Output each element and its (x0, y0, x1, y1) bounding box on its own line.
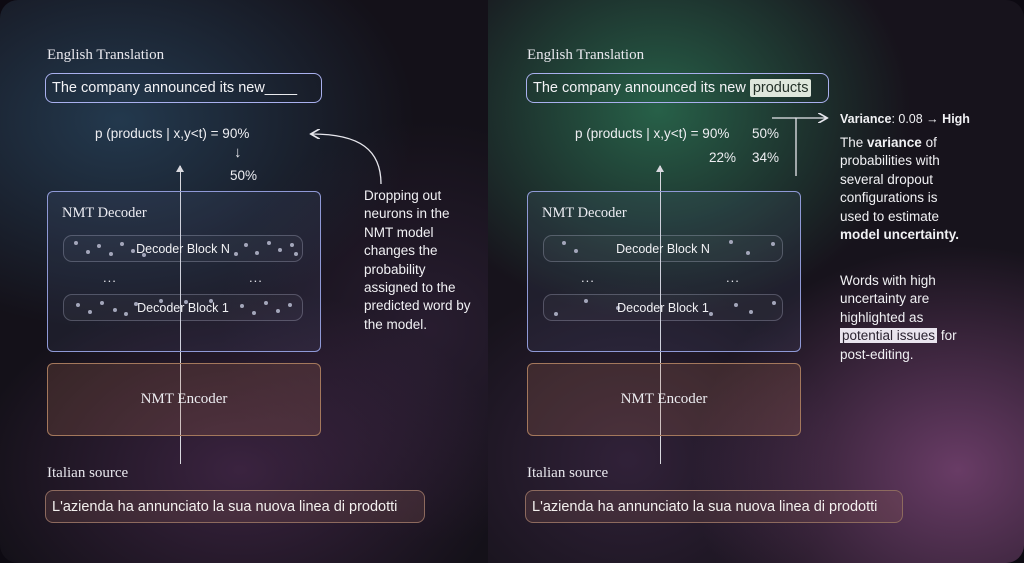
note1-bold: variance (867, 135, 922, 150)
dropout-note: Dropping out neurons in the NMT model ch… (364, 188, 471, 332)
nmt-decoder: NMT Decoder (527, 191, 801, 352)
decoder-block-1-label: Decoder Block 1 (137, 300, 229, 315)
probability-after-dropout: 50% (230, 168, 258, 183)
encoder-title: NMT Encoder (140, 391, 228, 407)
source-text: L'azienda ha annunciato la sua nuova lin… (532, 498, 878, 515)
variance-note: The variance of probabilities with sever… (840, 134, 970, 244)
flow-arrow (176, 165, 184, 464)
note2-text: Words with high uncertainty are highligh… (840, 273, 936, 325)
nmt-encoder: NMT Encoder (47, 363, 321, 436)
translation-output: The company announced its new____ (45, 73, 322, 103)
ellipsis-left: ... (581, 270, 595, 285)
highlighted-word: products (749, 79, 812, 97)
decoder-title: NMT Decoder (62, 205, 147, 221)
italian-source-input: L'azienda ha annunciato la sua nuova lin… (45, 490, 425, 523)
note1-bold2: model uncertainty. (840, 227, 960, 243)
english-translation-label: English Translation (527, 47, 645, 63)
source-text: L'azienda ha annunciato la sua nuova lin… (52, 498, 398, 515)
note2-post: for post-editing. (840, 328, 957, 362)
probability-run-4: 34% (752, 150, 780, 165)
note1-text: The (840, 135, 868, 150)
probability-run-2: 50% (752, 126, 780, 141)
english-translation-label: English Translation (47, 47, 165, 63)
nmt-encoder: NMT Encoder (527, 363, 801, 436)
ellipsis-left: ... (103, 270, 117, 285)
down-arrow-icon: ↓ (234, 144, 242, 161)
decoder-block-1-label: Decoder Block 1 (617, 300, 709, 315)
note1-mid: of probabilities with several dropout co… (840, 135, 940, 224)
decoder-block-1: Decoder Block 1 (63, 294, 303, 321)
issues-note: Words with high uncertainty are highligh… (840, 272, 970, 364)
ellipsis-right: ... (726, 270, 740, 285)
decoder-block-n: Decoder Block N (63, 235, 303, 262)
probability-line: p (products | x,y<t) = 90% (575, 126, 730, 141)
decoder-title: NMT Decoder (542, 205, 627, 221)
italian-source-label: Italian source (527, 465, 609, 481)
italian-source-input: L'azienda ha annunciato la sua nuova lin… (525, 490, 903, 523)
decoder-block-1: Decoder Block 1 (543, 294, 783, 321)
variance-level: High (942, 112, 970, 126)
potential-issues-highlight: potential issues (840, 328, 938, 344)
flow-arrow (656, 165, 664, 464)
decoder-block-n: Decoder Block N (543, 235, 783, 262)
probability-run-3: 22% (709, 150, 737, 165)
translation-output: The company announced its new products (526, 73, 829, 103)
translation-prefix: The company announced its new (533, 80, 750, 96)
probability-line: p (products | x,y<t) = 90% (95, 126, 250, 141)
variance-value: : 0.08 → (891, 112, 939, 126)
left-panel: English Translation The company announce… (0, 0, 488, 563)
variance-readout: Variance: 0.08 → High (840, 110, 970, 128)
ellipsis-right: ... (249, 270, 263, 285)
italian-source-label: Italian source (47, 465, 129, 481)
encoder-title: NMT Encoder (620, 391, 708, 407)
decoder-block-n-label: Decoder Block N (616, 241, 710, 256)
variance-label: Variance (840, 112, 892, 126)
right-panel: English Translation The company announce… (488, 0, 1024, 563)
nmt-decoder: NMT Decoder (47, 191, 321, 352)
translation-text: The company announced its new____ (52, 80, 298, 96)
decoder-block-n-label: Decoder Block N (136, 241, 230, 256)
